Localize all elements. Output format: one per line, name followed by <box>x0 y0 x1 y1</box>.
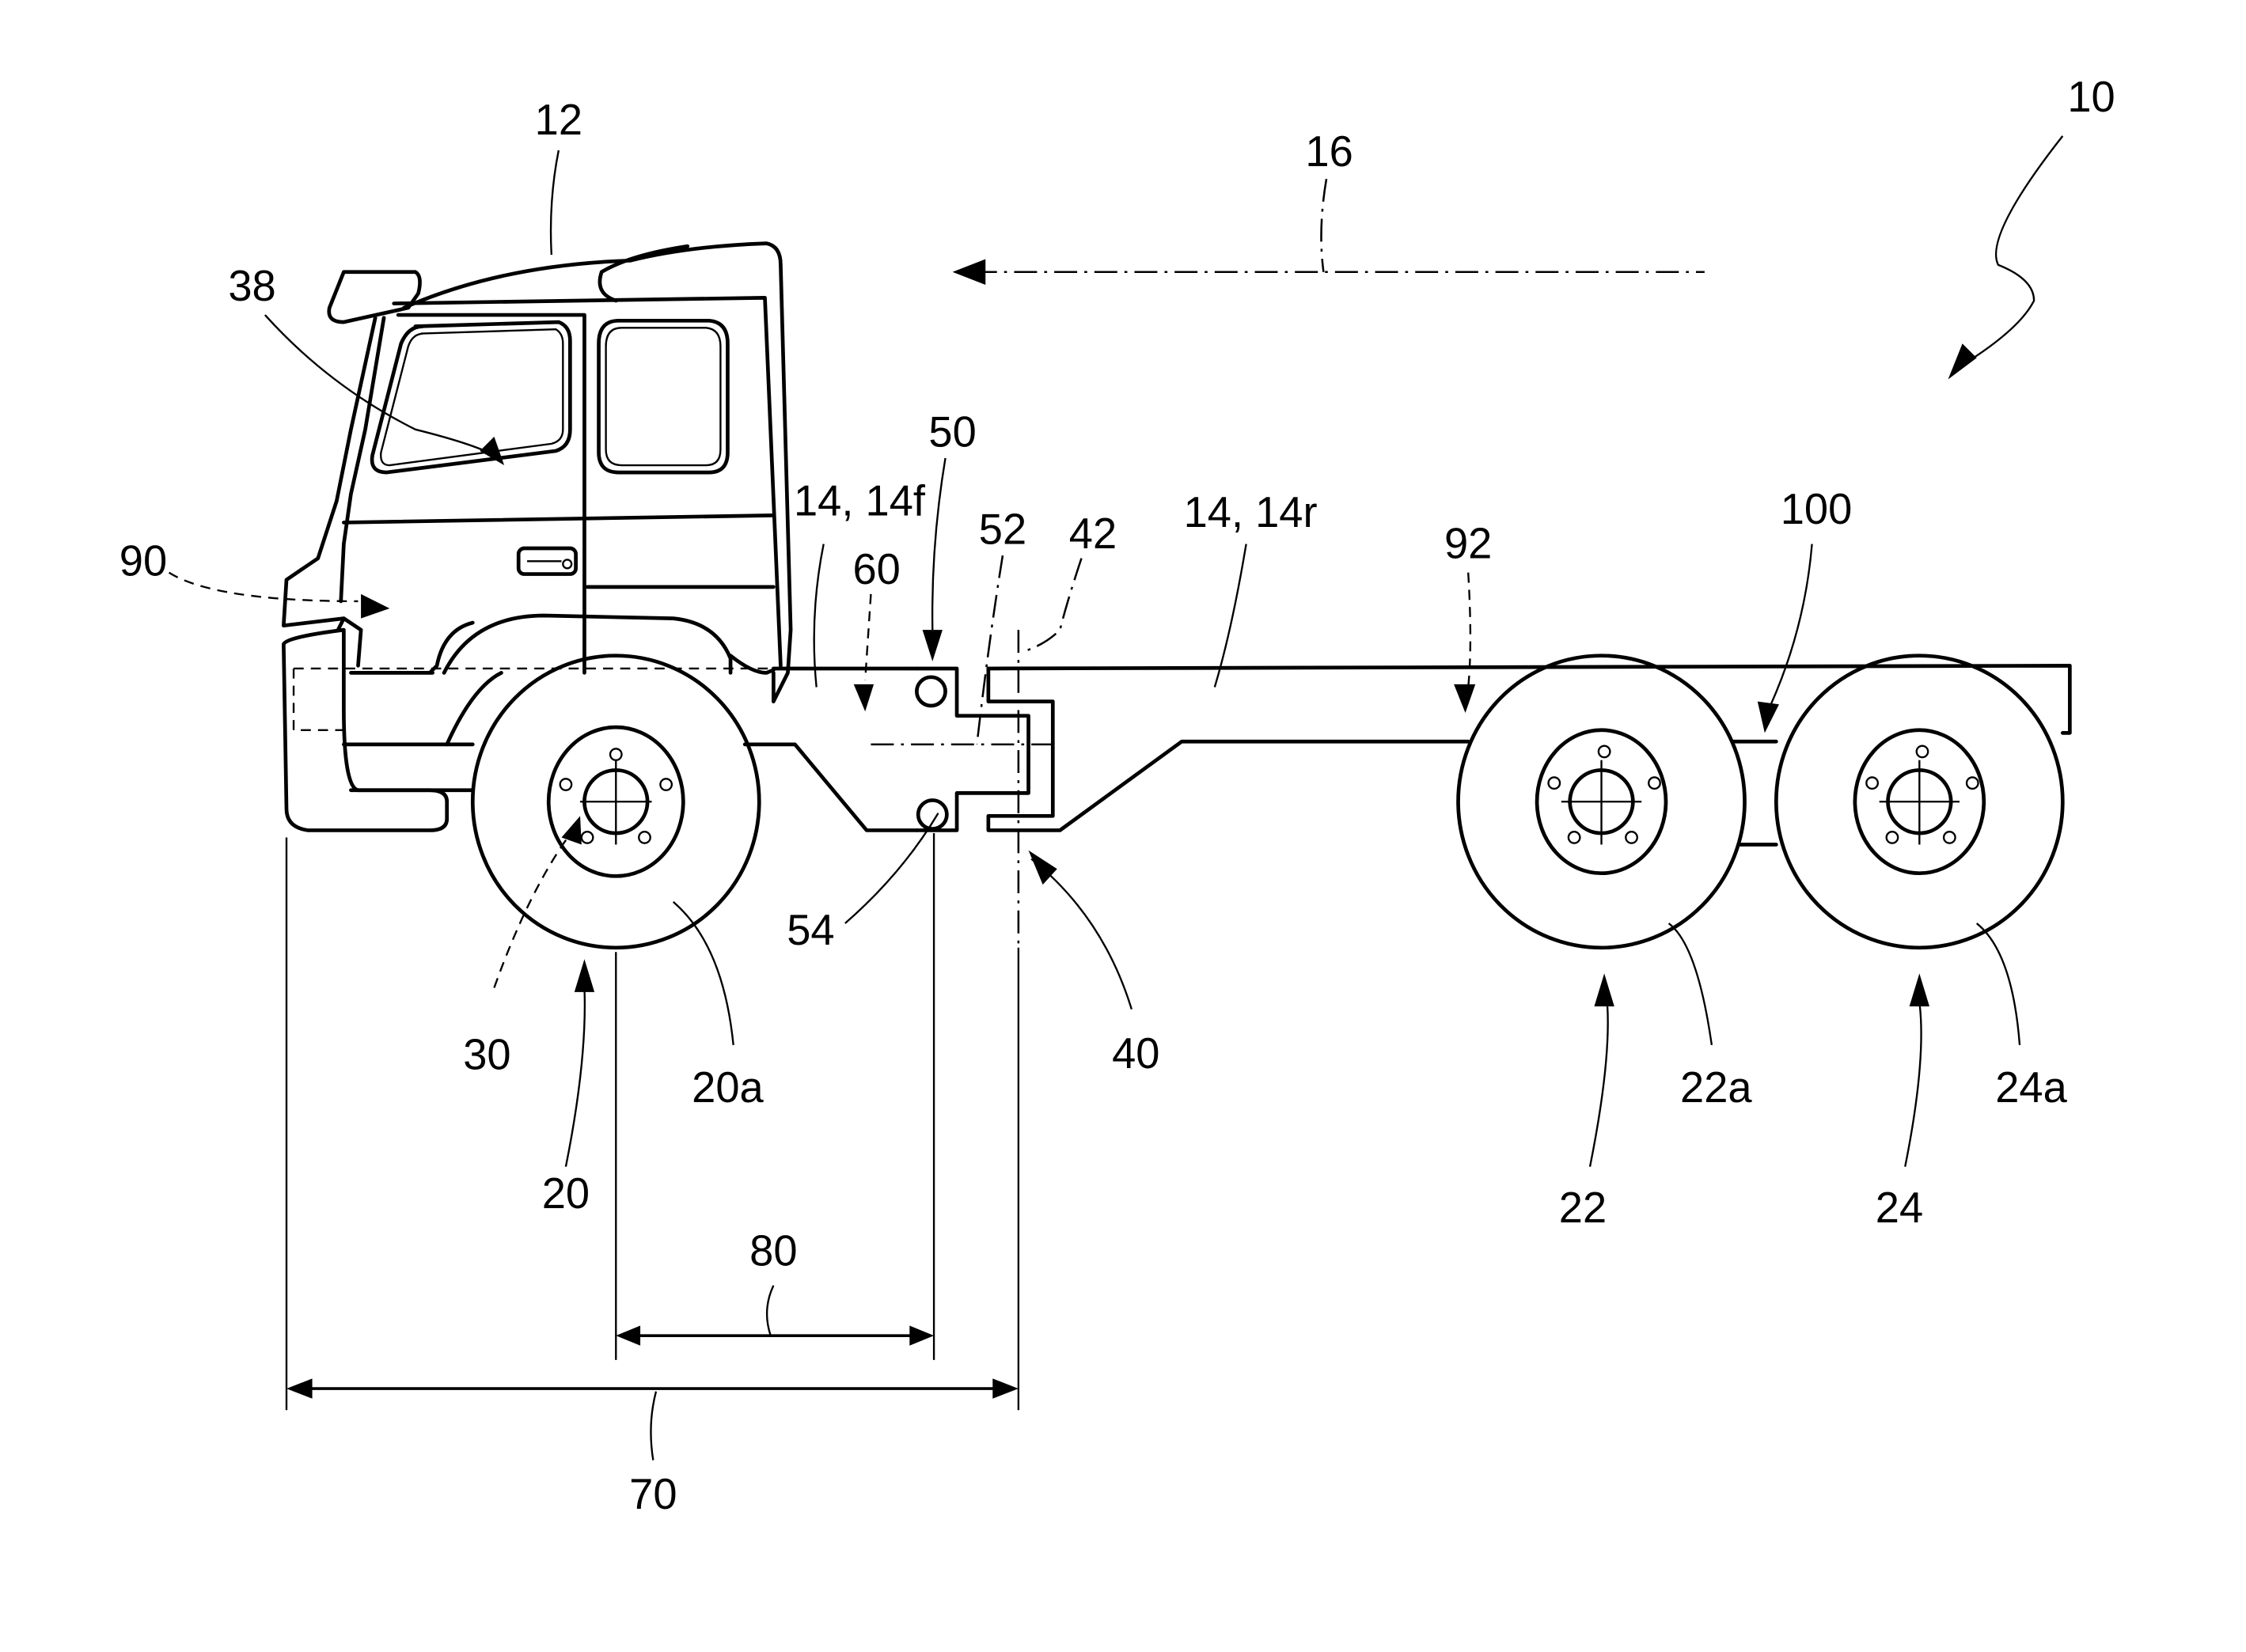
label-70: 70 <box>629 1470 677 1518</box>
joint-lower-pin <box>918 800 947 828</box>
label-12: 12 <box>535 96 582 144</box>
label-54: 54 <box>787 906 834 954</box>
label-14-14f: 14, 14f <box>794 476 926 525</box>
travel-direction-arrowhead <box>953 259 986 285</box>
label-14-14r: 14, 14r <box>1184 488 1318 536</box>
label-20: 20 <box>542 1169 590 1218</box>
rear-wheel-2 <box>1776 656 2062 948</box>
leader-lines <box>169 136 2063 1461</box>
cab <box>283 244 791 831</box>
label-90: 90 <box>120 536 167 585</box>
label-60: 60 <box>852 545 900 593</box>
label-10: 10 <box>2067 73 2115 121</box>
label-52: 52 <box>979 506 1026 554</box>
rear-frame <box>988 665 2070 844</box>
label-24: 24 <box>1876 1184 1923 1232</box>
label-92: 92 <box>1444 520 1492 568</box>
label-20a: 20a <box>692 1063 764 1112</box>
joint-upper-pin <box>916 677 945 706</box>
cab-window-rear <box>599 320 728 472</box>
label-22a: 22a <box>1680 1063 1752 1112</box>
front-frame <box>745 669 1028 830</box>
rear-wheel-1 <box>1459 656 1745 948</box>
label-38: 38 <box>228 262 275 310</box>
label-30: 30 <box>463 1031 510 1079</box>
label-24a: 24a <box>1995 1063 2067 1112</box>
label-22: 22 <box>1559 1184 1607 1232</box>
label-100: 100 <box>1781 485 1853 533</box>
label-40: 40 <box>1112 1029 1159 1078</box>
label-42: 42 <box>1069 510 1117 558</box>
label-16: 16 <box>1305 127 1353 176</box>
label-80: 80 <box>749 1226 797 1275</box>
cab-window-front <box>372 322 570 472</box>
label-50: 50 <box>928 408 976 457</box>
dimension-lines <box>286 833 1019 1410</box>
front-wheel <box>472 656 759 948</box>
